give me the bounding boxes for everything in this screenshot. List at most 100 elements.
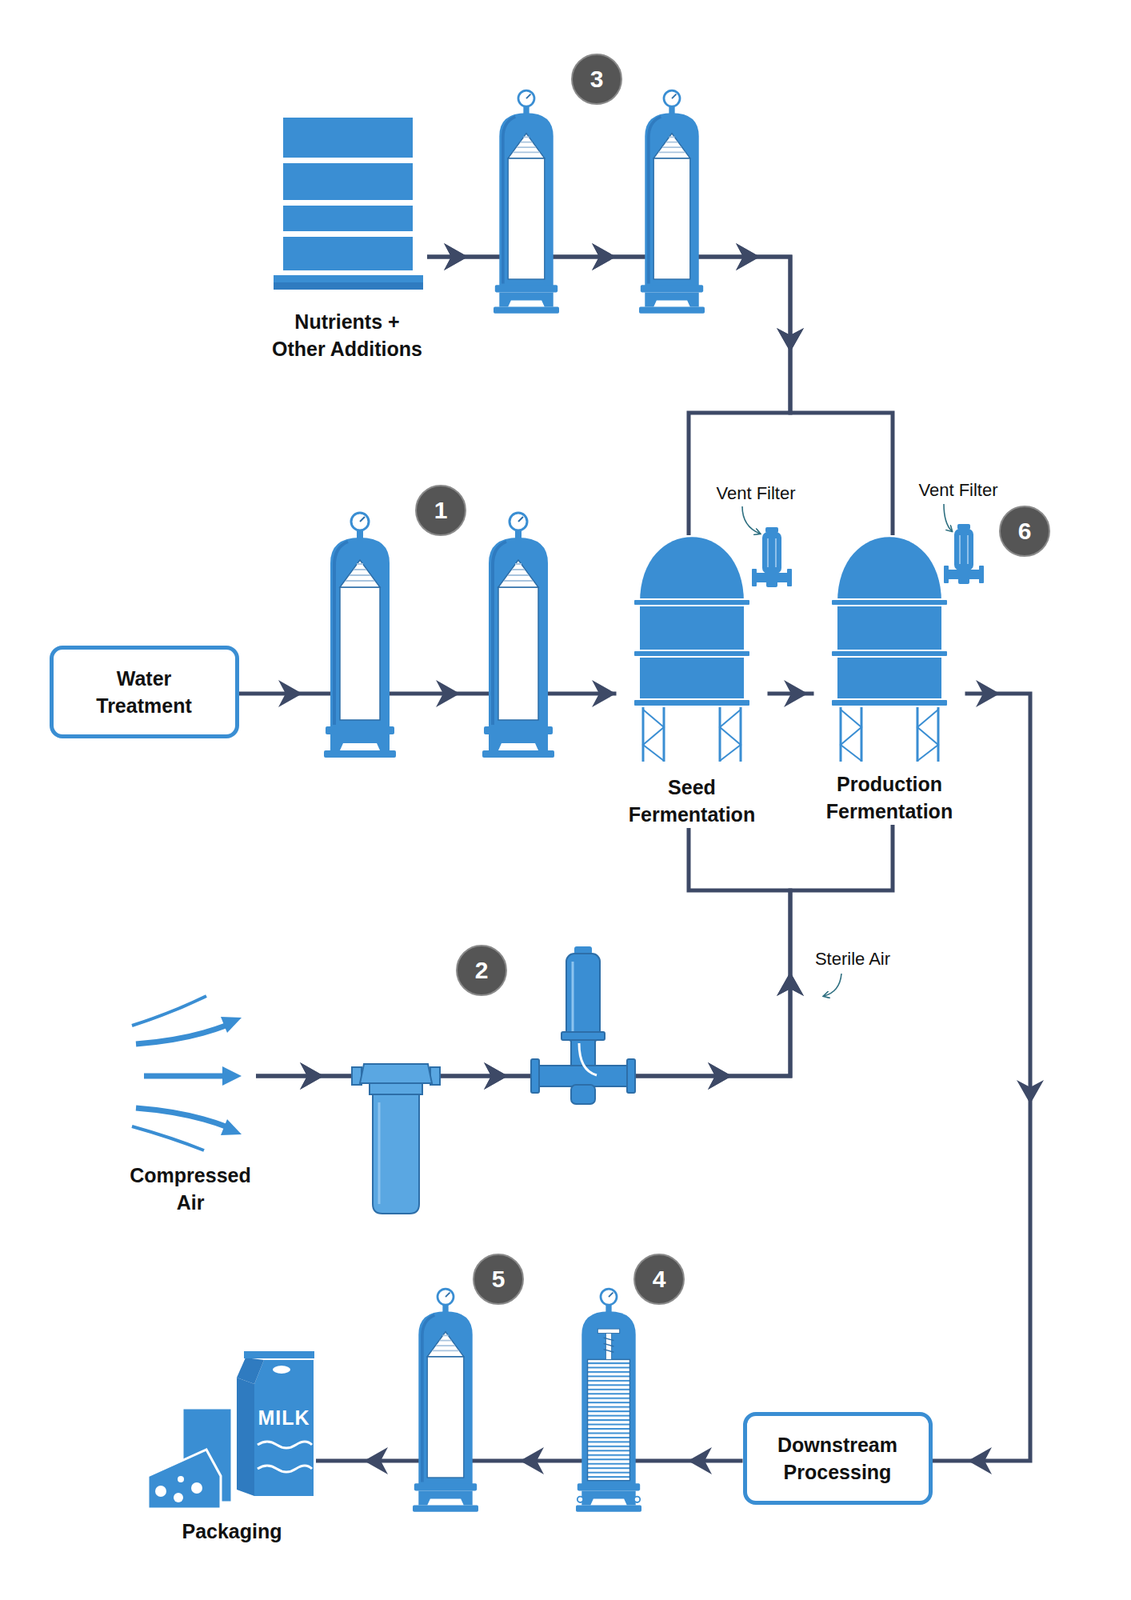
process-box: Water Treatment [49, 645, 240, 739]
cheese-hole [173, 1492, 184, 1503]
vent-filter-icon [943, 523, 984, 584]
pleated-filter [575, 1288, 642, 1512]
carton-gable [254, 1359, 314, 1384]
flow-line [255, 827, 791, 1076]
cartridge-filter [412, 1288, 479, 1512]
arrow-head [776, 971, 804, 996]
arrow-head [975, 679, 1000, 708]
housing-band [561, 1031, 605, 1040]
callout-number: 3 [571, 53, 623, 105]
arrow-head [1016, 1079, 1044, 1104]
arrow-head [363, 1446, 388, 1475]
node-label: Nutrients + Other Additions [268, 307, 426, 363]
cheese-wedge [147, 1449, 221, 1509]
cheese-hole [155, 1485, 167, 1497]
cartridge-filter [323, 512, 396, 758]
fermentation-tank: Seed Fermentation [616, 535, 768, 828]
arrow-head [443, 243, 468, 271]
arrow-head [687, 1446, 712, 1475]
arrow-head [278, 679, 303, 708]
arrow-head [519, 1446, 544, 1475]
callout-number: 5 [472, 1253, 524, 1305]
cartridge-filter [639, 90, 705, 314]
arrow-head [783, 679, 808, 708]
flow-connector [767, 679, 815, 708]
housing-drain [571, 1084, 596, 1104]
node-label: Compressed Air [126, 1161, 255, 1216]
pipe-flange [531, 1059, 540, 1093]
leader-line [823, 973, 842, 996]
filter-head [359, 1063, 432, 1084]
carton-front [254, 1383, 314, 1496]
node-label: Downstream Processing [771, 1430, 904, 1486]
node-label: Water Treatment [83, 664, 204, 720]
callout-number: 4 [633, 1253, 685, 1305]
flow-connector [239, 679, 617, 708]
stream-label: Sterile Air [815, 948, 891, 970]
air-arrow-head [222, 1066, 242, 1086]
air-stream [135, 1107, 226, 1127]
cartridge-filter [493, 90, 560, 314]
pallet-base [273, 282, 424, 290]
leader-line [943, 503, 952, 532]
housing-shine [571, 961, 575, 1032]
filter-neck [369, 1083, 423, 1095]
flow-connector [427, 243, 804, 536]
callout-number: 1 [415, 484, 467, 536]
part-label: Vent Filter [918, 479, 998, 501]
packaging-icon-art [147, 1350, 315, 1509]
callout-number: 6 [999, 505, 1051, 557]
carton-side [236, 1377, 255, 1496]
arrow-head [776, 327, 804, 352]
pallet-box [283, 205, 413, 232]
process-box: Downstream Processing [743, 1411, 933, 1505]
pallet-box [283, 236, 413, 271]
arrow-head [299, 1062, 324, 1090]
pallet-box [283, 117, 413, 158]
fermentation-tank-icon [831, 536, 948, 762]
packaging-icon: Packaging [147, 1350, 316, 1545]
supply-pallet: Nutrients + Other Additions [267, 117, 428, 363]
flow-line [255, 824, 893, 1076]
node-label: Seed Fermentation [618, 773, 767, 828]
arrow-head [483, 1062, 508, 1090]
product-text: MILK [257, 1406, 310, 1428]
fermentation-tank: Production Fermentation [814, 535, 966, 825]
elbow-line [579, 1043, 597, 1076]
arrow-head [967, 1446, 992, 1475]
arrow-head [591, 679, 616, 708]
arrow-head [591, 243, 616, 271]
arrow-head [435, 679, 460, 708]
pipe-flange [627, 1059, 636, 1093]
callout-number: 2 [455, 944, 508, 996]
pallet-box [283, 163, 413, 200]
carton-ridge [243, 1350, 315, 1359]
flow-connector [255, 827, 804, 1090]
air-stream [135, 1025, 226, 1044]
bowl-shine [378, 1102, 381, 1204]
nutrient-pallet [273, 117, 424, 290]
fermentation-tank-icon [633, 536, 751, 762]
filter-bowl [372, 1094, 420, 1214]
vent-filter-icon [751, 527, 792, 588]
sterile-air-filter [531, 946, 636, 1104]
flow-connector [255, 824, 893, 1090]
arrow-head [707, 1062, 732, 1090]
carton-wave [257, 1441, 312, 1448]
cheese-hole [191, 1482, 203, 1494]
filter-housing [566, 953, 600, 1042]
carton-cap [271, 1364, 292, 1375]
carton-wave [257, 1465, 312, 1472]
compressed-air-icon [131, 995, 242, 1151]
air-source: Compressed Air [124, 995, 256, 1216]
inline-pipe [537, 1065, 629, 1087]
air-stream [131, 1126, 204, 1151]
air-arrow-head [220, 1119, 242, 1135]
cheese-hole [177, 1475, 184, 1483]
air-stream [131, 995, 207, 1026]
cartridge-filter [482, 512, 555, 758]
node-label: Production Fermentation [815, 770, 964, 825]
